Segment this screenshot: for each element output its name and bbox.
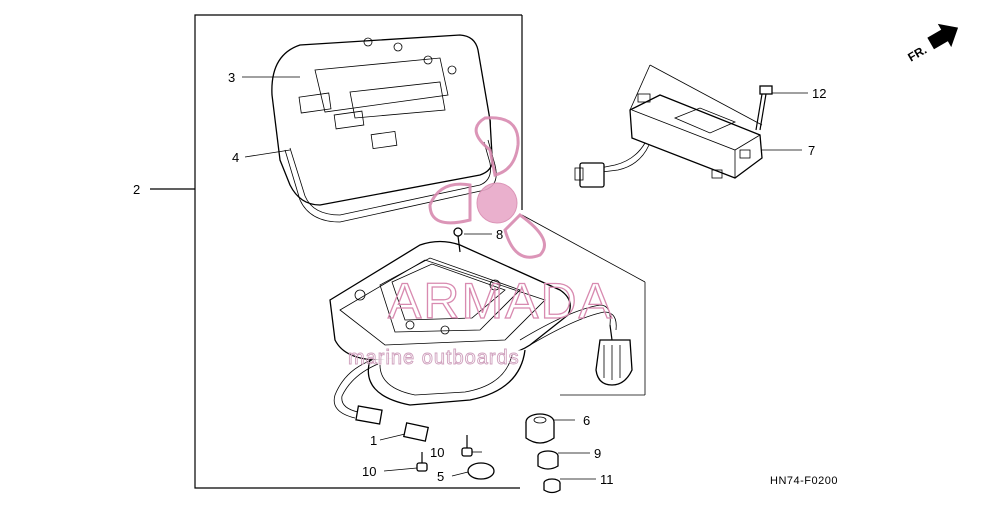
front-arrow-icon bbox=[927, 23, 959, 50]
propeller-logo-icon bbox=[428, 116, 546, 259]
meter-case bbox=[329, 240, 571, 406]
screw-10a bbox=[461, 435, 473, 457]
callout-11: 11 bbox=[600, 472, 614, 487]
callout-2: 2 bbox=[133, 182, 140, 197]
callout-8: 8 bbox=[496, 227, 503, 242]
callout-6: 6 bbox=[583, 413, 590, 428]
direction-label: FR. bbox=[905, 43, 929, 65]
callout-3: 3 bbox=[228, 70, 235, 85]
collar-9 bbox=[537, 450, 559, 470]
small-connector bbox=[355, 405, 429, 442]
callout-7: 7 bbox=[808, 143, 815, 158]
watermark-brand: ARMADA bbox=[388, 273, 614, 329]
wire-harness bbox=[333, 304, 617, 419]
multi-pin-connector bbox=[595, 324, 633, 386]
front-direction-indicator: FR. bbox=[905, 23, 959, 65]
nut-11 bbox=[543, 478, 561, 494]
watermark-tagline: marine outboards bbox=[348, 347, 520, 369]
callout-12: 12 bbox=[812, 86, 826, 101]
meter-cover bbox=[271, 34, 494, 206]
callout-9: 9 bbox=[594, 446, 601, 461]
bolt-12 bbox=[755, 85, 773, 131]
grommet-6 bbox=[525, 413, 555, 444]
callout-10b: 10 bbox=[362, 464, 376, 479]
callout-4: 4 bbox=[232, 150, 239, 165]
assembly-bracket bbox=[150, 14, 523, 489]
callout-10a: 10 bbox=[430, 445, 444, 460]
cap-5 bbox=[467, 462, 495, 480]
callouts: 1 2 3 4 5 6 7 8 9 10 10 11 12 bbox=[133, 70, 826, 487]
control-module bbox=[574, 93, 763, 188]
watermark: ARMADA marine outboards bbox=[348, 116, 614, 369]
callout-leaders bbox=[242, 76, 808, 480]
screw-8 bbox=[453, 227, 463, 253]
screw-10b bbox=[416, 452, 428, 472]
callout-1: 1 bbox=[370, 433, 377, 448]
callout-5: 5 bbox=[437, 469, 444, 484]
leader-lines bbox=[521, 64, 763, 396]
diagram-code: HN74-F0200 bbox=[770, 475, 838, 487]
